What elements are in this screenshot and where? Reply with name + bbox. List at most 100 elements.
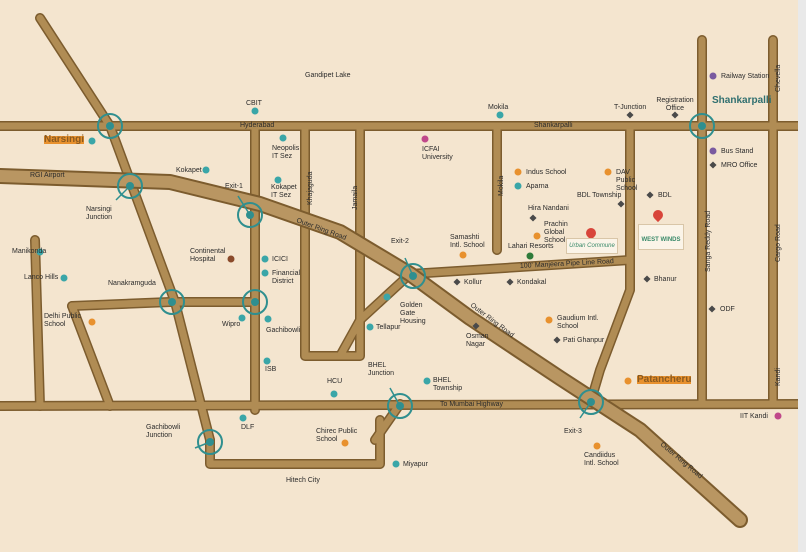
road-left-diag [35, 13, 215, 445]
junction-nanakramguda [159, 289, 185, 315]
place-hira: Hira Nandani [528, 205, 569, 212]
road-label-cargo: Cargo Road [775, 224, 782, 262]
right-edge [798, 0, 806, 552]
place-exit2: Exit-2 [391, 238, 409, 245]
place-isb: ISB [265, 366, 277, 373]
place-golden-gate: Golden Gate Housing [400, 302, 426, 325]
place-shankarpalli: Shankarpalli [712, 95, 772, 106]
marker-dps [88, 318, 96, 326]
place-kokapet-it: Kokapet IT Sez [271, 184, 297, 199]
place-narsingi-junction: Narsingi Junction [86, 206, 113, 221]
marker-patancheru [624, 377, 632, 385]
place-neopolis: Neopolis IT Sez [272, 145, 300, 160]
place-icfai: ICFAI University [422, 146, 453, 161]
logo-urban-commune: Urban Commune [566, 238, 618, 254]
marker-mokila [496, 111, 504, 119]
place-samashti: Samashti Intl. School [450, 234, 485, 249]
place-miyapur: Miyapur [403, 461, 428, 468]
road-label-chevella: Chevella [775, 65, 782, 92]
marker-indus [514, 168, 522, 176]
marker-dav [604, 168, 612, 176]
place-patancheru: Patancheru [637, 374, 692, 385]
marker-golden-gate [383, 293, 391, 301]
place-gandipet: Gandipet Lake [305, 72, 351, 79]
marker-tellapur [366, 323, 374, 331]
marker-neopolis [279, 134, 287, 142]
place-gaudium: Gaudium Intl. School [557, 315, 599, 330]
place-tjunction: T-Junction [614, 104, 647, 111]
place-gachibowli: Gachibowli [266, 327, 301, 334]
place-odf: ODF [720, 306, 735, 313]
road-label-kandi: Kandi [775, 368, 782, 386]
marker-kokapet-it [274, 176, 282, 184]
place-kollur: Kollur [464, 279, 482, 286]
place-mro: MRO Office [721, 162, 758, 169]
marker-continental [227, 255, 235, 263]
place-lanco: Lanco Hills [24, 274, 59, 281]
place-pati: Pati Ghanpur [563, 337, 605, 344]
place-cbit: CBIT [246, 100, 262, 107]
place-lahari: Lahari Resorts [508, 243, 554, 250]
marker-candiidus [593, 442, 601, 450]
junction-exit2 [400, 263, 426, 289]
place-tellapur: Tellapur [376, 324, 401, 331]
road-label-sanga-reddy: Sanga Reddy Road [705, 211, 712, 272]
road-label-rgi: RGI Airport [30, 172, 65, 179]
marker-dlf [239, 414, 247, 422]
junction-exit3 [578, 389, 604, 415]
place-kondakal: Kondakal [517, 279, 547, 286]
marker-manikonda [36, 248, 44, 256]
junction-gachibowli [197, 429, 223, 455]
road-label-mumbai: To Mumbai Highway [440, 401, 504, 408]
road-label-manjeera: 100' Manjeera Pipe Line Road [520, 258, 614, 270]
marker-aparna [514, 182, 522, 190]
place-registration: Registration Office [656, 97, 694, 112]
place-nanakramguda: Nanakramguda [108, 280, 156, 287]
marker-miyapur [392, 460, 400, 468]
road-label-hyderabad: Hyderabad [240, 122, 275, 129]
place-railway: Railway Station [721, 73, 770, 80]
place-candiidus: Candiidus Intl. School [584, 452, 619, 467]
marker-iit [774, 412, 782, 420]
place-manikonda: Manikonda [12, 248, 47, 255]
marker-hcu [330, 390, 338, 398]
place-bhel-township: BHEL Township [433, 377, 463, 392]
place-mokila: Mokila [488, 104, 509, 111]
place-bhel-junction: BHEL Junction [368, 362, 395, 377]
place-exit3: Exit-3 [564, 428, 582, 435]
road-label-khajaguda: Khajaguda [307, 171, 314, 205]
junction-narsingi-2 [117, 173, 143, 199]
junction-shankarpalli [689, 113, 715, 139]
place-iit: IIT Kandi [740, 413, 768, 420]
junction-narsingi [97, 113, 123, 139]
place-continental: Continental Hospital [190, 248, 226, 263]
marker-bhel-township [423, 377, 431, 385]
place-prachin: Prachin Global School [544, 221, 568, 244]
place-exit1: Exit-1 [225, 183, 243, 190]
junction-exit1 [237, 202, 263, 228]
marker-kokapet [202, 166, 210, 174]
place-hitech: Hitech City [286, 477, 320, 484]
road-label-mokila: Mokila [498, 176, 505, 196]
place-osman: Osman Nagar [466, 333, 489, 348]
marker-chirec [341, 439, 349, 447]
place-gachibowli-junction: Gachibowli Junction [146, 424, 181, 439]
junction-wipro [242, 289, 268, 315]
place-indus: Indus School [526, 169, 567, 176]
place-dav: DAV Public School [616, 169, 638, 192]
marker-wipro [238, 314, 246, 322]
place-chirec: Chirec Public School [316, 428, 358, 443]
marker-cbit [251, 107, 259, 115]
place-kokapet: Kokapet [176, 167, 202, 174]
place-icici: ICICI [272, 256, 288, 263]
place-dps: Delhi Public School [44, 313, 81, 328]
marker-gachibowli [264, 315, 272, 323]
place-dlf: DLF [241, 424, 255, 431]
road-label-shankarpalli: Shankarpalli [534, 122, 573, 129]
marker-samashti [459, 251, 467, 259]
place-bdl: BDL [658, 192, 672, 199]
marker-gaudium [545, 316, 553, 324]
place-aparna: Aparna [526, 183, 549, 190]
marker-prachin [533, 232, 541, 240]
